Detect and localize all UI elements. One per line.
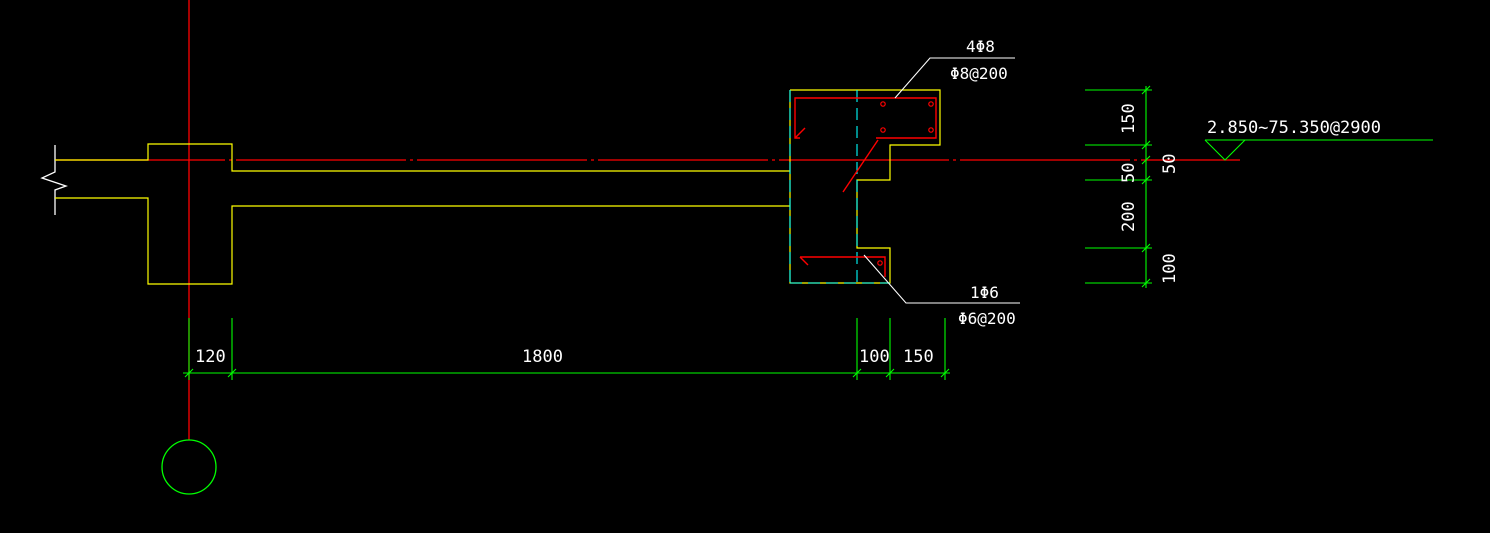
- rebar-dot: [928, 127, 934, 133]
- vertical-dimension: [1085, 85, 1152, 288]
- dim-v-50-right: 50: [1160, 154, 1180, 174]
- dim-120: 120: [195, 347, 226, 367]
- break-line-symbol: [40, 145, 68, 215]
- dim-v-200: 200: [1119, 201, 1139, 232]
- dim-150: 150: [903, 347, 934, 367]
- dim-1800: 1800: [522, 347, 563, 367]
- top-rebar-count-label: 4Φ8: [966, 37, 995, 56]
- slab-top-edge-left: [55, 143, 790, 172]
- top-rebar-hook: [794, 127, 806, 139]
- axis-bubble: [161, 439, 217, 495]
- rebar-dot: [880, 101, 886, 107]
- dim-v-50-left: 50: [1119, 163, 1139, 183]
- horizontal-dimension: [183, 318, 950, 380]
- bottom-rebar-hook: [799, 256, 809, 266]
- bottom-leader-line: [863, 254, 1020, 304]
- elevation-marker: [1204, 139, 1433, 161]
- top-leader-line: [894, 57, 1015, 99]
- edge-beam-outline: [789, 89, 941, 284]
- top-stirrup-label: Φ8@200: [950, 64, 1008, 83]
- dim-100: 100: [859, 347, 890, 367]
- top-rebar-stirrup: [794, 97, 937, 139]
- rebar-dot: [877, 260, 883, 266]
- elevation-label: 2.850~75.350@2900: [1207, 118, 1381, 138]
- dim-v-100: 100: [1160, 253, 1180, 284]
- bottom-rebar-count-label: 1Φ6: [970, 283, 999, 302]
- rebar-dot: [928, 101, 934, 107]
- diagonal-rebar: [842, 139, 879, 193]
- bottom-stirrup-label: Φ6@200: [958, 309, 1016, 328]
- bottom-rebar: [800, 256, 886, 277]
- slab-bottom-edge: [55, 197, 790, 285]
- rebar-dot: [880, 127, 886, 133]
- dim-v-150: 150: [1119, 103, 1139, 134]
